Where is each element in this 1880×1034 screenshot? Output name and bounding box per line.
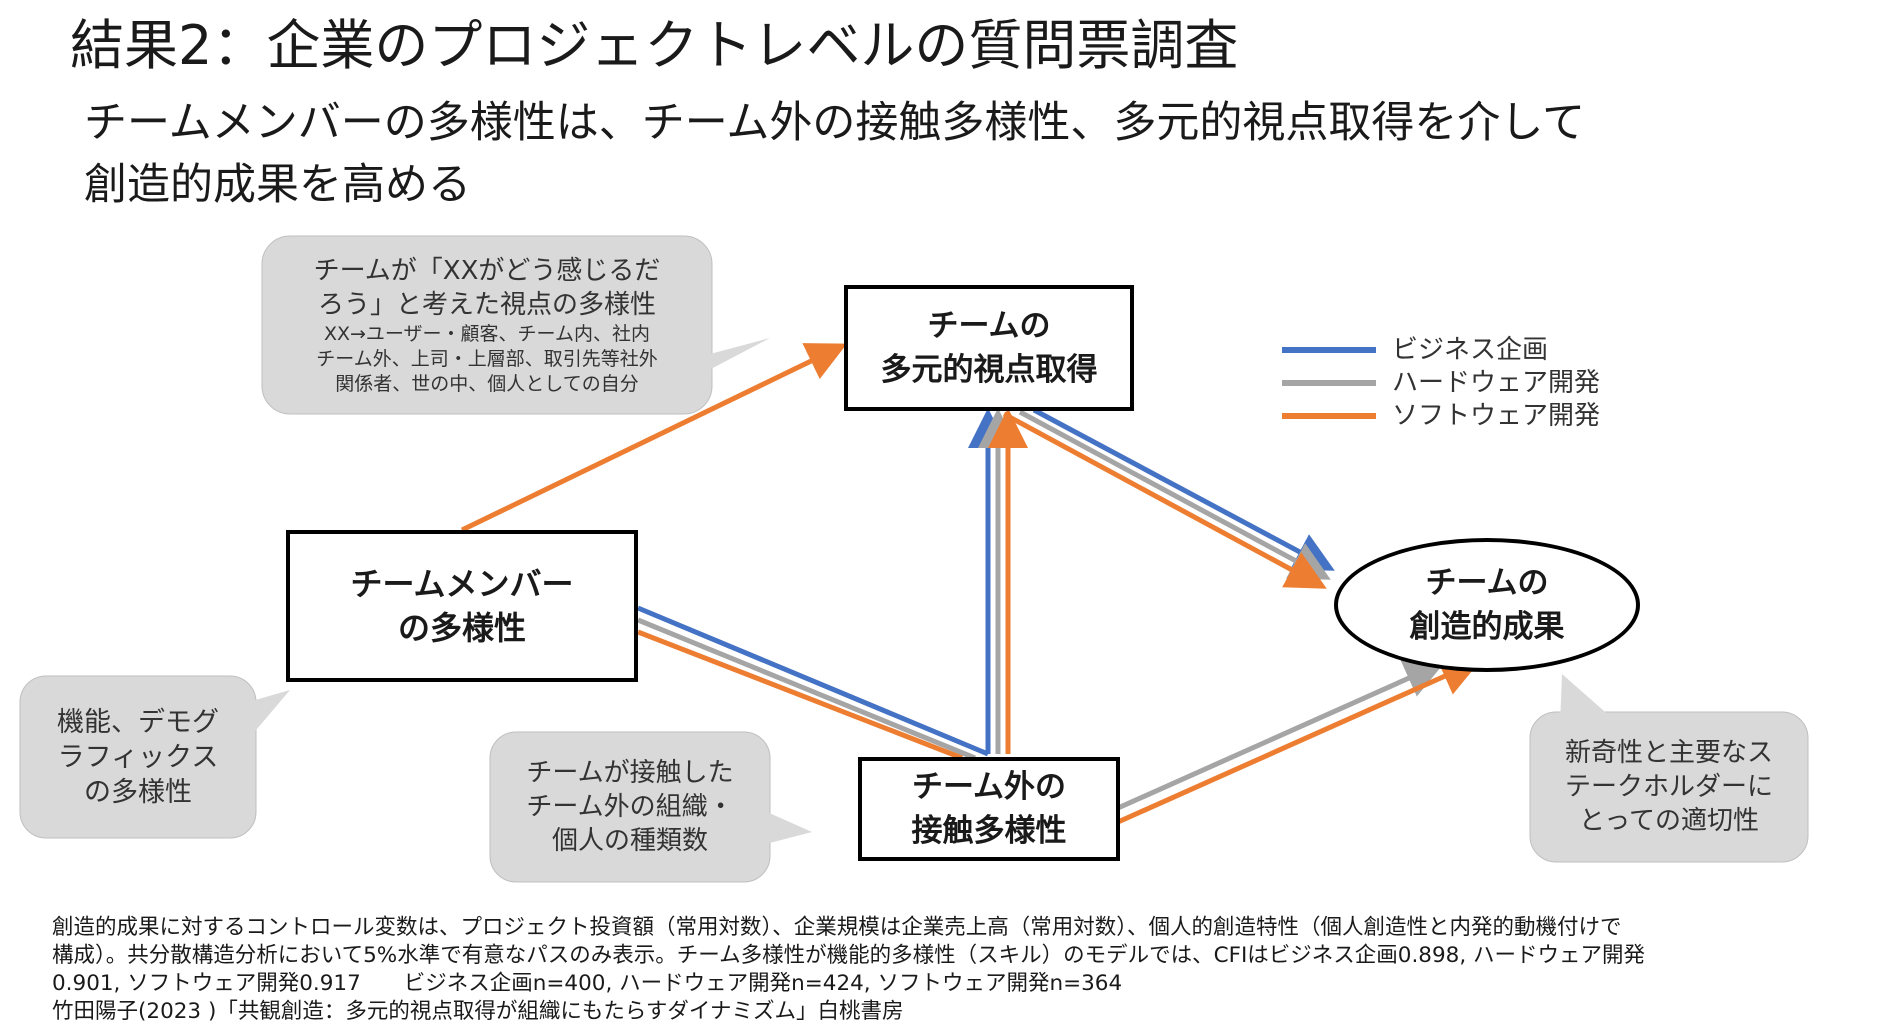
- callout-contact-line-3: 個人の種類数: [551, 826, 708, 856]
- callout-outcome-line-1: 新奇性と主要なス: [1564, 738, 1773, 768]
- callout-member-line-2: ラフィックス: [57, 741, 219, 773]
- path-member-to-perspective-software: [460, 343, 848, 533]
- callout-perspective-note: チームが「XXがどう感じるだ ろう」と考えた視点の多様性 XX→ユーザー・顧客、…: [262, 236, 712, 414]
- footnote-line-1: 創造的成果に対するコントロール変数は、プロジェクト投資額（常用対数）、企業規模は…: [52, 915, 1622, 940]
- callout-member-line-1: 機能、デモグ: [57, 706, 219, 738]
- footnote-citation: 竹田陽子(2023 )「共観創造：多元的視点取得が組織にもたらすダイナミズム」白…: [52, 999, 904, 1024]
- path-member-to-contact-software: [637, 629, 963, 761]
- legend-label-hardware: ハードウェア開発: [1392, 368, 1601, 398]
- path-member-to-contact-business: [637, 605, 989, 757]
- legend-label-software: ソフトウェア開発: [1392, 401, 1601, 431]
- node-member-diversity: チームメンバー の多様性: [286, 530, 638, 682]
- callout-member-note-shape: [19, 675, 290, 839]
- callout-perspective-note-shape: [261, 235, 770, 415]
- node-contact-line-1: チーム外の: [911, 769, 1067, 805]
- footnote-line-3: 0.901, ソフトウェア開発0.917 ビジネス企画n=400, ハードウェア…: [52, 971, 1123, 996]
- callout-contact-line-1: チームが接触した: [526, 758, 734, 788]
- path-member-to-contact-hardware: [637, 617, 976, 761]
- callout-outcome-line-3: とっての適切性: [1579, 806, 1759, 836]
- path-contact-to-outcome-hardware: [1116, 659, 1446, 811]
- callout-contact-line-2: チーム外の組織・: [526, 792, 734, 822]
- callout-outcome-note: 新奇性と主要なス テークホルダーに とっての適切性: [1530, 712, 1808, 862]
- callout-member-line-3: の多様性: [84, 776, 192, 808]
- callout-outcome-line-2: テークホルダーに: [1564, 772, 1773, 802]
- path-perspective-to-outcome-software: [1002, 411, 1327, 589]
- callout-perspective-line-4: チーム外、上司・上層部、取引先等社外: [316, 347, 658, 370]
- legend-label-business: ビジネス企画: [1392, 335, 1549, 365]
- node-perspective-line-1: チームの: [927, 308, 1051, 344]
- subtitle-line-2: 創造的成果を高める: [84, 160, 471, 210]
- callout-perspective-line-2: ろう」と考えた視点の多様性: [317, 289, 656, 320]
- page-subtitle: チームメンバーの多様性は、チーム外の接触多様性、多元的視点取得を介して 創造的成…: [84, 92, 1844, 216]
- callout-contact-note: チームが接触した チーム外の組織・ 個人の種類数: [490, 732, 770, 882]
- callout-perspective-line-3: XX→ユーザー・顧客、チーム内、社内: [323, 322, 650, 345]
- callout-outcome-note-shape: [1529, 674, 1809, 863]
- callout-perspective-line-1: チームが「XXがどう感じるだ: [313, 255, 661, 286]
- path-perspective-to-outcome-business: [1032, 407, 1335, 571]
- node-creative-outcome: チームの 創造的成果: [1334, 538, 1640, 672]
- callout-contact-note-shape: [489, 731, 812, 883]
- node-member-line-1: チームメンバー: [350, 565, 574, 603]
- footnote: 創造的成果に対するコントロール変数は、プロジェクト投資額（常用対数）、企業規模は…: [52, 914, 1852, 1026]
- path-contact-to-outcome-software: [1116, 657, 1482, 825]
- node-perspective-line-2: 多元的視点取得: [880, 352, 1098, 388]
- node-contact-line-2: 接触多様性: [911, 813, 1067, 849]
- callout-member-note: 機能、デモグ ラフィックス の多様性: [20, 676, 256, 838]
- node-outcome-line-1: チームの: [1425, 565, 1549, 601]
- node-outcome-line-2: 創造的成果: [1409, 609, 1565, 645]
- node-perspective-taking: チームの 多元的視点取得: [844, 285, 1134, 411]
- footnote-line-2: 構成）。共分散構造分析において5%水準で有意なパスのみ表示。チーム多様性が機能的…: [52, 943, 1646, 968]
- subtitle-line-1: チームメンバーの多様性は、チーム外の接触多様性、多元的視点取得を介して: [84, 98, 1586, 148]
- page-title: 結果2：企業のプロジェクトレベルの質問票調査: [70, 14, 1239, 77]
- path-perspective-to-outcome-hardware: [1018, 409, 1331, 580]
- callout-perspective-line-5: 関係者、世の中、個人としての自分: [335, 372, 639, 395]
- node-external-contact: チーム外の 接触多様性: [858, 757, 1120, 861]
- node-member-line-2: の多様性: [397, 609, 526, 647]
